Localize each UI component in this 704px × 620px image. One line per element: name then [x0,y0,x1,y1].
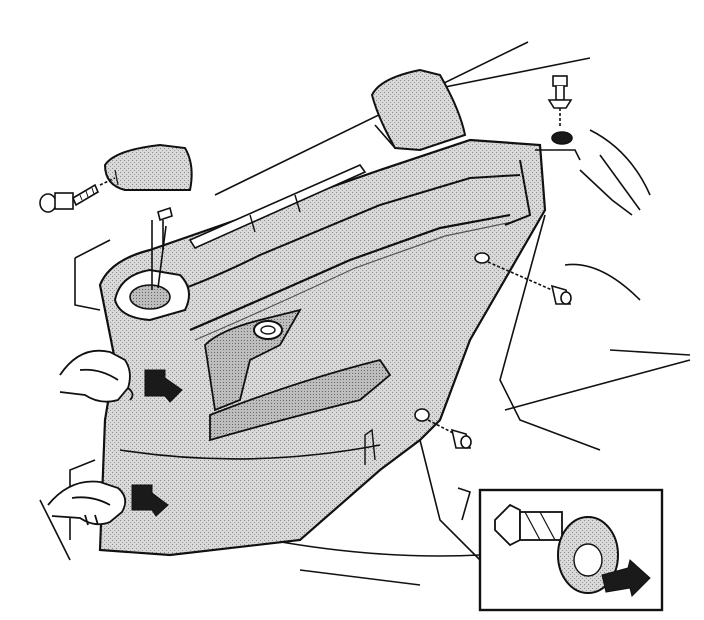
lower-right-clip [414,408,472,449]
left-bolt [39,177,116,213]
quarter-trim-panel [98,138,581,557]
upper-trim-cap [103,143,193,191]
rear-cover-piece [370,68,467,152]
cap-fastener [157,206,173,250]
upper-pull-arrow [144,369,183,403]
lower-pull-arrow [131,484,169,517]
speaker-opening [253,320,283,340]
upper-hand [59,349,134,403]
clip-detail-inset [478,488,664,612]
belt-socket [113,220,190,322]
vehicle-body-lines [39,41,691,586]
mid-right-clip [474,252,572,305]
trim-slot [188,164,367,250]
trim-panel-body [98,138,547,557]
top-right-fastener [547,75,573,145]
lower-hand [47,480,127,526]
